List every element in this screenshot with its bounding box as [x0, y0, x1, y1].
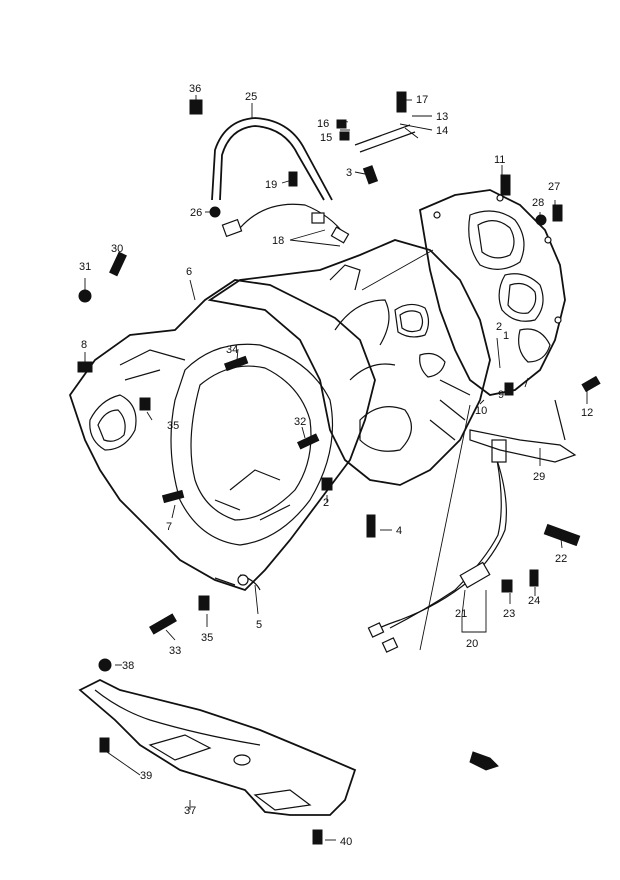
callout-6: 6 [186, 266, 192, 278]
bolt-24 [529, 569, 539, 587]
callout-30: 30 [111, 243, 123, 255]
pin-35a [139, 397, 151, 411]
bolt-10 [504, 382, 514, 396]
callout-8: 8 [81, 339, 87, 351]
bracket-29 [469, 429, 577, 463]
wire-harness-20 [367, 439, 507, 653]
nut-26 [209, 206, 221, 218]
callout-37: 37 [184, 805, 196, 817]
callout-35b: 35 [201, 632, 213, 644]
bolt-19 [288, 171, 298, 187]
callout-40: 40 [340, 836, 352, 848]
callout-19: 19 [265, 179, 277, 191]
callout-14: 14 [436, 125, 448, 137]
callout-10: 10 [475, 405, 487, 417]
callout-34: 34 [226, 344, 238, 356]
callout-38: 38 [122, 660, 134, 672]
callout-39: 39 [140, 770, 152, 782]
clip-23 [501, 579, 513, 593]
callout-28: 28 [532, 197, 544, 209]
bolt-39 [99, 737, 110, 753]
breather-hose [211, 117, 333, 201]
rear-case [418, 189, 566, 396]
bolt-17 [396, 91, 407, 113]
pin-35b [198, 595, 210, 611]
bolt-27 [552, 204, 563, 222]
clip-36 [189, 99, 203, 115]
washer-28 [535, 214, 547, 226]
callout-35a: 35 [167, 420, 179, 432]
callout-25: 25 [245, 91, 257, 103]
pin-3 [362, 165, 379, 185]
bolt-40 [312, 829, 323, 845]
wire-harness-18 [221, 203, 350, 244]
callout-15: 15 [320, 132, 332, 144]
callout-27: 27 [548, 181, 560, 193]
callout-33: 33 [169, 645, 181, 657]
callout-9: 9 [498, 389, 504, 401]
callout-2-label-b: 2 [496, 321, 502, 333]
callout-7: 7 [166, 521, 172, 533]
under-cover-37 [78, 678, 357, 816]
callout-29: 29 [533, 471, 545, 483]
front-arrow-icon [469, 751, 499, 771]
nut-38 [98, 658, 112, 672]
callout-20: 20 [466, 638, 478, 650]
callout-23: 23 [503, 608, 515, 620]
bolt-11 [500, 174, 511, 196]
callout-18: 18 [272, 235, 284, 247]
bolt-12 [581, 375, 601, 393]
callout-21: 21 [455, 608, 467, 620]
bolt-32 [297, 433, 320, 450]
callout-5: 5 [256, 619, 262, 631]
callout-12: 12 [581, 407, 593, 419]
callout-31: 31 [79, 261, 91, 273]
small-parts [77, 91, 601, 845]
callout-36: 36 [189, 83, 201, 95]
bracket-22 [543, 523, 581, 547]
callout-24: 24 [528, 595, 540, 607]
callout-labels: 1 2 3 4 5 6 7 8 9 10 11 12 13 14 15 16 1… [79, 83, 593, 848]
callout-11: 11 [494, 154, 505, 166]
callout-32: 32 [294, 416, 306, 428]
callout-13: 13 [436, 111, 448, 123]
stud-4 [366, 514, 376, 538]
callout-4: 4 [396, 525, 402, 537]
callout-16: 16 [317, 118, 329, 130]
callout-17: 17 [416, 94, 428, 106]
clutch-housing [69, 279, 376, 592]
nut-31 [78, 289, 92, 303]
pin-2 [321, 477, 333, 491]
callout-26: 26 [190, 207, 202, 219]
callout-1-label: 1 [503, 330, 509, 342]
bolt-8 [77, 361, 93, 373]
bolt-7 [161, 489, 185, 504]
center-case [207, 239, 491, 486]
leader-lines [84, 95, 588, 841]
washer-15 [339, 131, 350, 141]
stud-30 [109, 251, 127, 277]
callout-22: 22 [555, 553, 567, 565]
bolt-33 [149, 613, 177, 635]
callout-2: 2 [323, 497, 329, 509]
bolt-34 [223, 355, 249, 372]
callout-3: 3 [346, 167, 352, 179]
rod-14 [354, 124, 416, 153]
